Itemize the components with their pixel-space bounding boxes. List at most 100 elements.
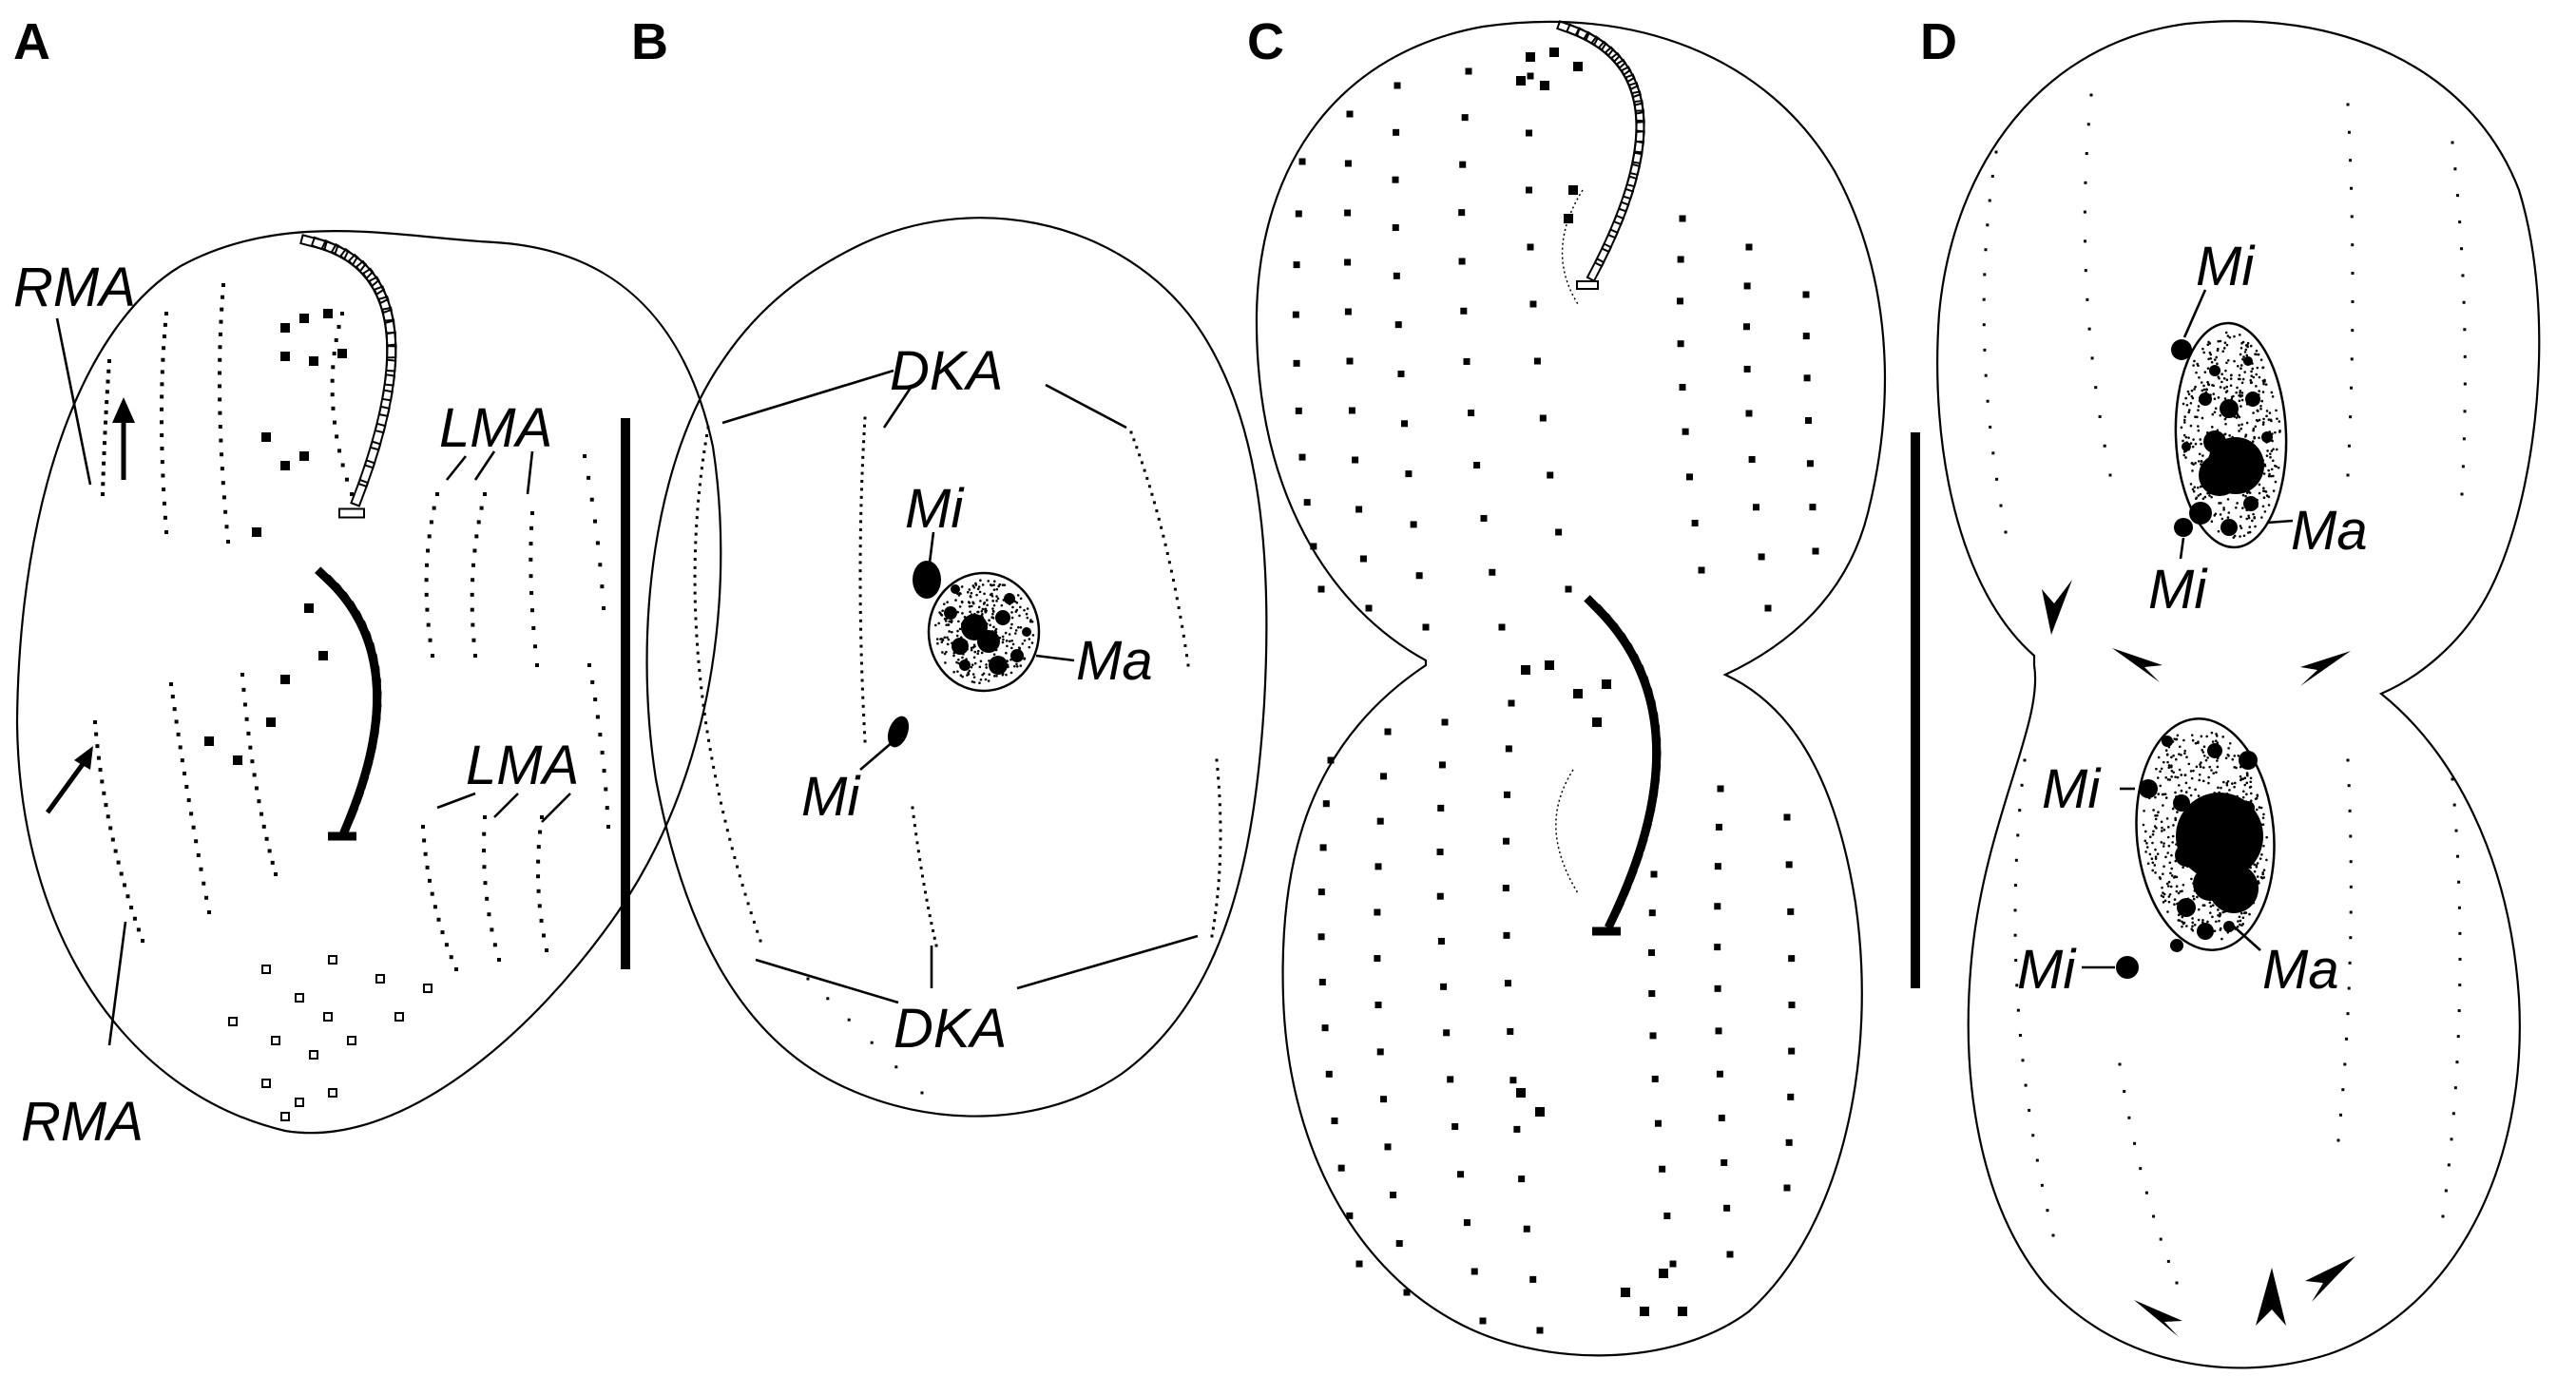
chromatin-granule (976, 652, 980, 656)
kinetosome (2085, 152, 2088, 156)
chromatin-granule (2146, 862, 2150, 866)
chromatin-granule (2194, 442, 2198, 446)
chromatin-granule (2207, 357, 2210, 361)
kinetosome (100, 779, 105, 784)
kinetosome (1331, 1118, 1338, 1125)
chromatin-granule (976, 587, 980, 591)
chromatin-granule (2219, 386, 2222, 389)
kinetosome (698, 668, 702, 672)
nucleolus (2175, 844, 2198, 867)
chromatin-granule (979, 659, 983, 663)
kinetosome (1806, 460, 1814, 468)
kinetosome (870, 1041, 874, 1044)
kinetosome (425, 865, 430, 870)
chromatin-granule (2236, 502, 2239, 505)
chromatin-granule (2243, 783, 2247, 787)
kinetosome (163, 322, 167, 327)
kinetosome (435, 492, 439, 496)
kinetosome (705, 433, 709, 437)
kinetosome (340, 463, 345, 468)
kinetosome (1663, 1213, 1671, 1220)
chromatin-granule (2170, 874, 2174, 877)
kinetosome (602, 769, 606, 774)
chromatin-granule (981, 613, 984, 616)
adoral-membranelle (1625, 162, 1642, 188)
kinetosome (1348, 407, 1355, 414)
kinetosome (221, 495, 226, 500)
kinetosome (96, 755, 101, 760)
kinetosome (2086, 123, 2090, 126)
kinetosome (240, 673, 244, 677)
kinetosome (2341, 1088, 2345, 1092)
chromatin-granule (2187, 436, 2190, 439)
chromatin-granule (978, 665, 982, 669)
kinetosome (859, 520, 863, 524)
kinetosome (1679, 384, 1686, 391)
kinetosome (1380, 1096, 1388, 1103)
chromatin-granule (2164, 855, 2167, 859)
kinetosome (859, 636, 863, 640)
chromatin-granule (1019, 597, 1023, 601)
chromatin-granule (2166, 753, 2169, 756)
kinetosome (1715, 1027, 1722, 1035)
chromatin-granule (946, 642, 950, 646)
chromatin-granule (2189, 424, 2193, 428)
chromatin-granule (939, 612, 942, 616)
kinetosome (309, 1050, 318, 1060)
kinetosome (1516, 1088, 1526, 1098)
kinetosome (595, 715, 600, 719)
kinetosome (1498, 623, 1506, 631)
kinetosome (110, 837, 115, 842)
chromatin-granule (2220, 937, 2223, 941)
chromatin-granule (2258, 806, 2261, 809)
kinetosome (161, 357, 165, 362)
kinetosome (1210, 934, 1214, 938)
chromatin-granule (2183, 774, 2187, 776)
kinetosome (1549, 48, 1559, 57)
chromatin-granule (2145, 842, 2148, 845)
chromatin-granule (2254, 425, 2258, 429)
kinetosome (697, 659, 701, 663)
kinetosome (2447, 1163, 2451, 1167)
chromatin-granule (977, 585, 981, 588)
chromatin-granule (2253, 435, 2256, 439)
kinetosome (1310, 543, 1317, 550)
chromatin-granule (2225, 385, 2228, 389)
chromatin-granule (2173, 898, 2177, 901)
label-lma: LMA (466, 735, 579, 796)
chromatin-granule (979, 600, 982, 602)
chromatin-granule (937, 621, 940, 625)
kinetosome (1458, 258, 1466, 265)
kinetosome (254, 786, 259, 791)
kinetosome (1184, 654, 1188, 658)
leader-rma-bottom (107, 921, 127, 1046)
chromatin-granule (2220, 786, 2222, 790)
chromatin-granule (2197, 794, 2201, 797)
chromatin-granule (2166, 826, 2170, 829)
kinetosome (1219, 812, 1222, 815)
chromatin-granule (2214, 407, 2218, 411)
kinetosome (826, 997, 830, 1001)
adoral-membranelle (1604, 900, 1624, 930)
kinetosome (261, 1079, 271, 1088)
kinetosome (1355, 506, 1363, 513)
chromatin-granule (2268, 411, 2272, 414)
kinetosome (1186, 663, 1190, 667)
chromatin-granule (957, 620, 960, 623)
kinetosome (1468, 410, 1475, 417)
kinetosome (1165, 551, 1169, 555)
chromatin-granule (2219, 513, 2222, 516)
chromatin-granule (2240, 367, 2242, 371)
chromatin-granule (970, 604, 973, 608)
kinetosome (332, 420, 336, 425)
chromatin-granule (955, 634, 959, 638)
kinetosome (350, 492, 354, 496)
chromatin-granule (996, 597, 1000, 601)
kinetosome (712, 765, 716, 769)
chromatin-granule (2262, 417, 2265, 421)
kinetosome (698, 483, 702, 487)
chromatin-granule (2182, 418, 2186, 422)
kinetosome (1714, 944, 1721, 951)
chromatin-granule (2161, 793, 2164, 796)
micronucleus-b (913, 561, 941, 599)
